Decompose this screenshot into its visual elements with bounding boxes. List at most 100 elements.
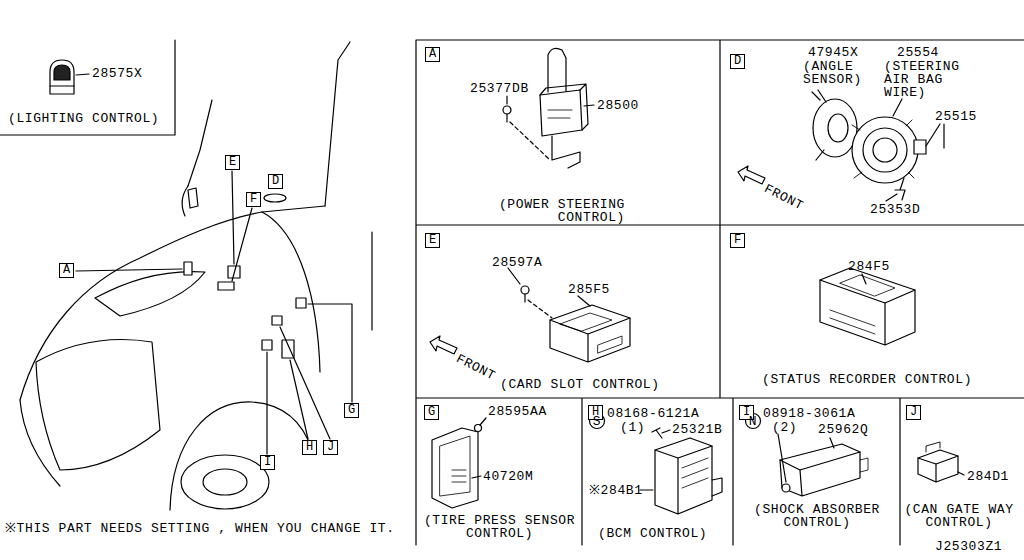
tag-letter: F (250, 193, 257, 206)
power-steering-control (503, 106, 511, 114)
part-number: 25321B (672, 423, 722, 436)
tag-letter: A (429, 48, 436, 61)
part-number: 28575X (92, 67, 142, 80)
part-name: (ANGLE SENSOR) (803, 60, 881, 86)
car-outline (181, 455, 269, 509)
car-component (272, 316, 282, 325)
part-number: 284D1 (967, 470, 1009, 483)
car-component (262, 340, 272, 350)
symbol-letter: S (591, 415, 603, 428)
panel-frame (416, 40, 1024, 545)
tire-pressure-sensor-control (432, 428, 478, 508)
bcm-control (655, 446, 712, 514)
can-gateway-control (918, 456, 958, 482)
location-tag: F (246, 192, 261, 207)
part-number: 25962Q (818, 423, 868, 436)
tire-pressure-sensor-control (432, 418, 486, 508)
lighting-switch (76, 74, 89, 75)
shock-absorber-control (860, 458, 868, 472)
tag-letter: D (272, 175, 279, 188)
note: ※THIS PART NEEDS SETTING , WHEN YOU CHAN… (5, 522, 395, 535)
tag-letter: G (428, 406, 435, 419)
power-steering-control (548, 110, 572, 118)
tire-pressure-sensor-control (452, 470, 466, 482)
car-component (218, 282, 234, 290)
caption: (POWER STEERING CONTROL) (470, 198, 625, 224)
location-tag: J (323, 440, 338, 455)
lighting-switch (50, 60, 74, 94)
front-arrow (430, 166, 765, 354)
can-gateway-control (918, 442, 964, 482)
leader-line (308, 304, 352, 402)
bcm-control (590, 414, 723, 515)
shock-absorber-control (780, 444, 860, 470)
location-tag: H (302, 440, 317, 455)
card-slot-control (524, 294, 525, 302)
tag-letter: J (327, 441, 334, 454)
power-steering-control (506, 114, 507, 122)
front-arrow (738, 166, 765, 184)
panel-tag: E (425, 233, 440, 248)
panel-tag: F (730, 233, 745, 248)
bcm-control (662, 430, 670, 433)
card-slot-control (508, 268, 520, 284)
bcm-control (652, 428, 662, 438)
panel-tag: D (730, 54, 745, 69)
quantity: (2) (772, 421, 797, 434)
car-outline (188, 100, 212, 186)
car-outline (20, 400, 60, 486)
steering-angle-sensor (818, 90, 826, 102)
bcm-control (682, 458, 708, 488)
location-tag: A (59, 263, 74, 278)
caption: (TIRE PRESS SENSOR CONTROL) (418, 514, 581, 540)
part-name: (STEERING AIR BAG WIRE) (884, 60, 972, 99)
steering-angle-sensor (893, 99, 902, 116)
tag-letter: G (348, 404, 355, 417)
panel-tag: A (425, 47, 440, 62)
lighting-switch (54, 65, 70, 80)
car-component (184, 194, 306, 358)
can-gateway-control (918, 450, 958, 464)
steering-angle-sensor (813, 99, 857, 157)
card-slot-control (578, 296, 590, 306)
leader-line (232, 171, 234, 264)
steering-angle-sensor (828, 114, 848, 142)
drawing-number: J25303Z1 (935, 540, 1002, 553)
steering-angle-sensor (863, 128, 907, 172)
caption: (STATUS RECORDER CONTROL) (762, 373, 972, 386)
part-number: 28597A (492, 256, 542, 269)
car-outline (95, 272, 205, 316)
steering-angle-sensor (886, 194, 897, 201)
tag-letter: I (264, 456, 271, 469)
symbol-letter: N (747, 415, 759, 428)
part-number: 28500 (597, 99, 639, 112)
quantity: (1) (620, 421, 645, 434)
card-slot-control (528, 300, 552, 318)
card-slot-control (521, 286, 529, 294)
tag-letter: F (734, 234, 741, 247)
power-steering-control (540, 90, 582, 136)
location-tag: I (260, 455, 275, 470)
panel-tag: J (906, 405, 921, 420)
part-number: 25515 (935, 110, 977, 123)
shock-absorber-control (746, 414, 869, 497)
leader-line (266, 352, 267, 454)
status-recorder-control (840, 275, 895, 296)
part-number: 47945X (808, 46, 858, 59)
car-component (184, 262, 192, 275)
shock-absorber-control (778, 434, 786, 482)
can-gateway-control (958, 472, 964, 475)
caption: (CARD SLOT CONTROL) (500, 378, 660, 391)
steering-angle-sensor (914, 140, 926, 154)
car-outline (262, 212, 320, 372)
leader-line (76, 269, 182, 271)
part-number: ※284B1 (589, 484, 643, 497)
tag-letter: E (429, 234, 436, 247)
leader-line (76, 171, 352, 454)
panel-frame (0, 40, 175, 135)
panel-tag: G (424, 405, 439, 420)
status-recorder-control (820, 268, 915, 303)
bcm-control (712, 478, 722, 496)
steering-angle-sensor (812, 90, 944, 201)
steering-angle-sensor (895, 178, 905, 200)
